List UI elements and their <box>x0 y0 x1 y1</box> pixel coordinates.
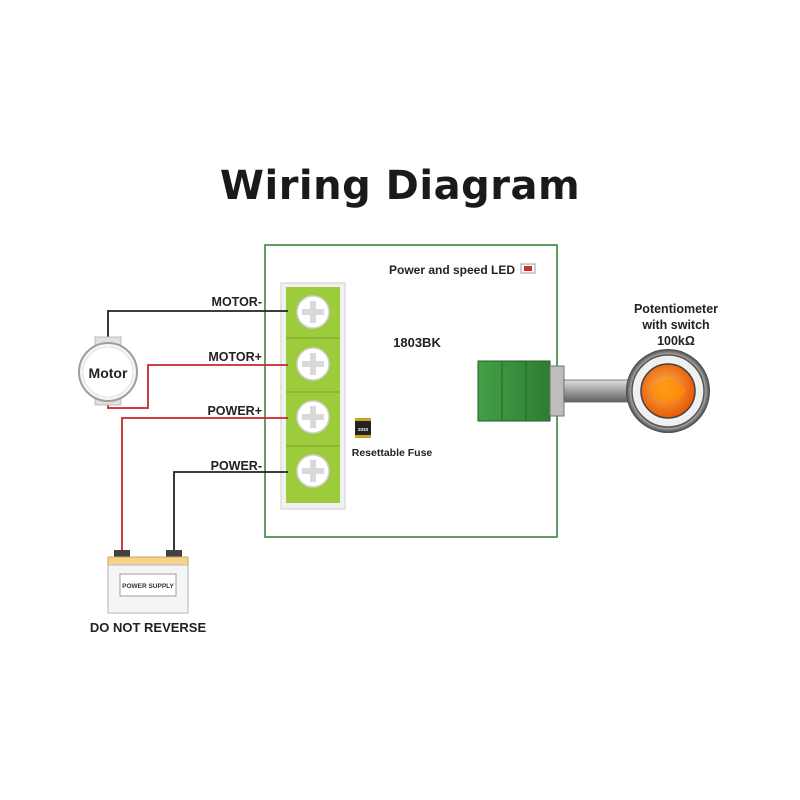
potentiometer <box>477 360 631 422</box>
terminal-block <box>280 282 346 510</box>
potentiometer-knob <box>626 349 710 433</box>
wire-power-plus <box>121 417 288 553</box>
resettable-fuse: 2033 <box>355 418 371 438</box>
terminal-screw-4 <box>296 454 330 488</box>
fuse-code: 2033 <box>358 427 369 432</box>
terminal-screw-1 <box>296 295 330 329</box>
terminal-screw-2 <box>296 347 330 381</box>
terminal-screw-3 <box>296 400 330 434</box>
potentiometer-label-line3: 100kΩ <box>657 334 695 348</box>
wire-power-minus <box>173 471 288 553</box>
wires <box>107 310 288 553</box>
motor-label: Motor <box>89 365 128 381</box>
wire-motor-minus <box>107 310 288 340</box>
terminal-label-motor-minus: MOTOR- <box>212 295 262 309</box>
power-supply-warning: DO NOT REVERSE <box>90 620 207 635</box>
page-title: Wiring Diagram <box>219 163 581 209</box>
motor: Motor <box>78 336 138 406</box>
power-supply: POWER SUPPLY <box>107 550 189 614</box>
terminal-label-power-minus: POWER- <box>211 459 262 473</box>
potentiometer-label-line1: Potentiometer <box>634 302 718 316</box>
terminal-label-motor-plus: MOTOR+ <box>208 350 262 364</box>
led-label: Power and speed LED <box>389 263 515 277</box>
board-model: 1803BK <box>393 335 441 350</box>
potentiometer-label-line2: with switch <box>641 318 709 332</box>
fuse-label: Resettable Fuse <box>352 447 433 459</box>
power-supply-label: POWER SUPPLY <box>122 583 174 590</box>
terminal-label-power-plus: POWER+ <box>207 404 262 418</box>
